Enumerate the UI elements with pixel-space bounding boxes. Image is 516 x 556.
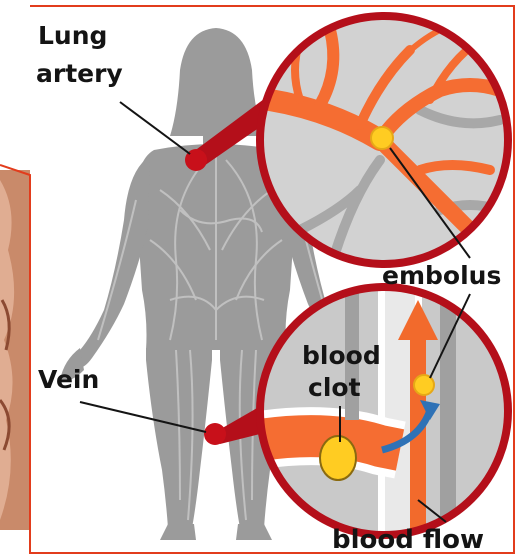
blood-clot xyxy=(320,436,356,480)
label-clot: clot xyxy=(308,373,361,402)
label-lung: Lung xyxy=(38,21,107,50)
label-blood-flow: blood flow xyxy=(332,525,484,555)
label-embolus: embolus xyxy=(382,261,501,290)
label-artery: artery xyxy=(36,59,123,88)
vein-marker xyxy=(204,423,226,445)
background-photo-fragment xyxy=(0,170,30,530)
embolus-dot-artery xyxy=(371,127,393,149)
label-vein: Vein xyxy=(38,365,99,394)
label-blood: blood xyxy=(302,341,381,370)
vein-zoom-circle xyxy=(260,287,510,540)
